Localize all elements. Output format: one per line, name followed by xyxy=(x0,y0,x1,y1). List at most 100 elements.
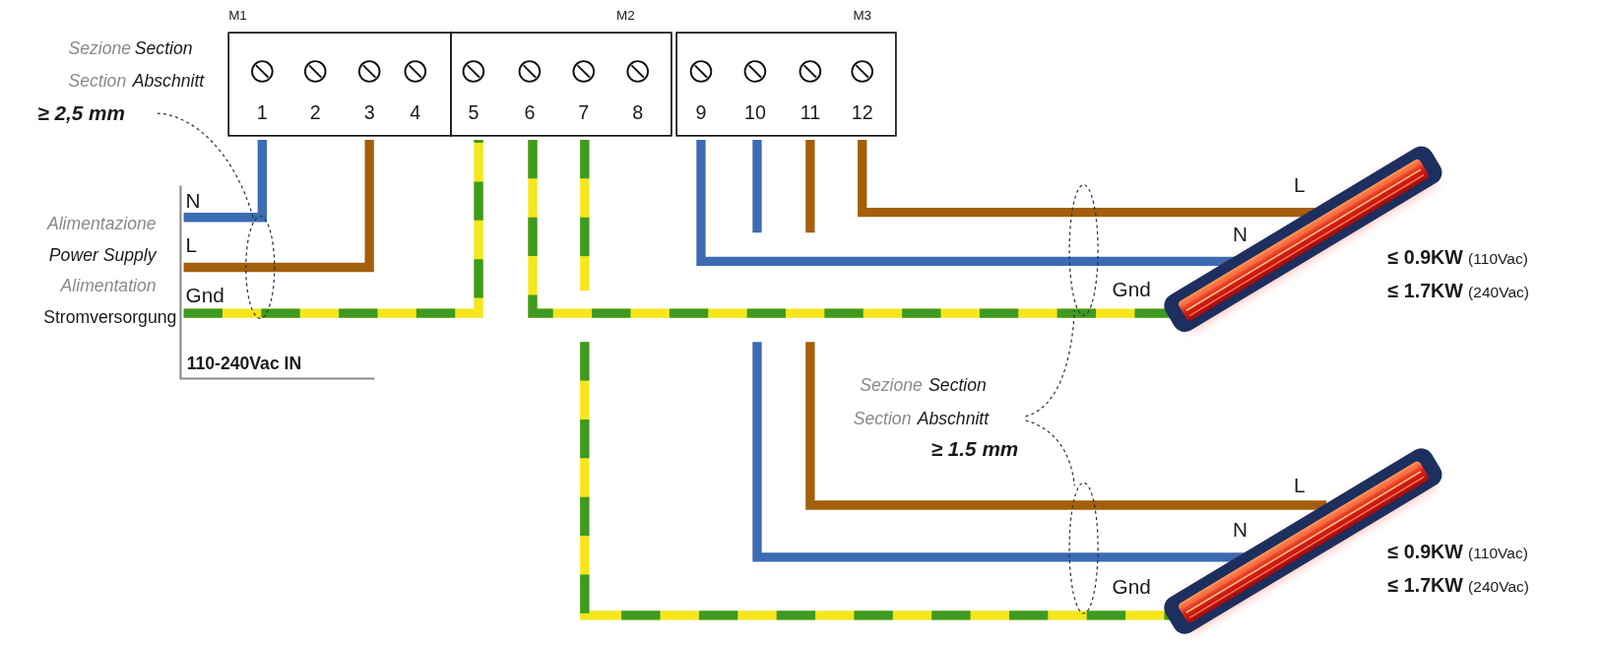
screw-slot xyxy=(523,64,536,77)
screw-slot xyxy=(467,64,480,77)
heater-filament xyxy=(1186,471,1421,613)
section-note: Section xyxy=(134,40,193,59)
terminal-screw xyxy=(404,61,426,82)
terminal-screw xyxy=(627,61,648,82)
terminal-screw xyxy=(463,61,485,82)
supply-bracket xyxy=(180,186,375,380)
ground-wire xyxy=(584,341,1195,616)
ground-wire-stripe xyxy=(584,341,1195,616)
rating-voltage: (240Vac) xyxy=(1468,577,1530,594)
terminal-screw xyxy=(799,61,821,82)
section-note: Sezione xyxy=(67,40,131,59)
terminal-number: 9 xyxy=(695,102,706,123)
terminal-number: 8 xyxy=(632,102,643,123)
rating-voltage: (110Vac) xyxy=(1468,545,1529,562)
section-ellipse xyxy=(246,216,275,320)
terminal-block xyxy=(450,32,672,136)
heater-body xyxy=(1159,444,1447,640)
heater-body xyxy=(1159,141,1447,337)
terminal-screw xyxy=(851,61,873,82)
block-name: M1 xyxy=(228,7,248,21)
neutral-wire xyxy=(752,139,762,233)
block-name: M3 xyxy=(852,7,872,21)
terminal-screw xyxy=(519,61,541,82)
terminal-number: 5 xyxy=(467,102,479,123)
terminal-screw xyxy=(573,61,594,82)
live-wire xyxy=(862,139,1333,213)
screw-slot xyxy=(695,64,707,77)
screw-slot xyxy=(577,64,590,77)
heater-glow xyxy=(1174,154,1436,328)
heaters xyxy=(1159,141,1447,640)
terminal-number: 12 xyxy=(851,102,874,123)
leader-line xyxy=(1025,420,1076,486)
rating-voltage: (110Vac) xyxy=(1468,250,1529,266)
heater-filament xyxy=(1183,466,1418,608)
screw-slot xyxy=(256,64,268,77)
power-rating: ≤ 1.7KW xyxy=(1387,575,1463,595)
ground-wire-stripe xyxy=(579,139,589,291)
supply-label: Alimentazione xyxy=(47,214,157,233)
wire-name: Gnd xyxy=(1112,576,1152,598)
terminal-block: M25678 xyxy=(450,32,672,136)
section-note: Sezione xyxy=(859,377,923,395)
heater-filament xyxy=(1186,169,1421,311)
ground-wire xyxy=(184,139,480,314)
leader-line xyxy=(156,113,254,218)
section-value: ≥ 1.5 mm xyxy=(931,439,1020,460)
heater-filament xyxy=(1183,164,1418,306)
screw-slot xyxy=(632,64,644,77)
rating-voltage: (240Vac) xyxy=(1468,284,1530,301)
terminal-screw xyxy=(691,61,712,82)
supply-label: Stromversorgung xyxy=(43,308,177,326)
screw-slot xyxy=(309,64,321,77)
terminal-block xyxy=(228,32,451,136)
screw-slot xyxy=(855,64,868,77)
terminal-screw xyxy=(305,61,326,82)
section-ellipse xyxy=(1069,482,1098,614)
section-value: ≥ 2,5 mm xyxy=(37,103,126,125)
power-rating: ≤ 0.9KW xyxy=(1387,247,1463,267)
bracket-line xyxy=(180,186,375,380)
terminal-screw xyxy=(745,61,767,82)
power-rating: ≤ 1.7KW xyxy=(1387,281,1463,302)
wire-name: N xyxy=(1232,519,1248,541)
terminal-block: M39101112 xyxy=(676,32,896,136)
terminal-blocks xyxy=(228,32,896,136)
terminal-block: M11234 xyxy=(228,32,451,136)
section-note: Section xyxy=(853,409,912,428)
live-wire xyxy=(810,341,1327,506)
live-wire xyxy=(805,139,815,233)
screw-slot xyxy=(409,64,422,77)
wire-name: L xyxy=(1293,174,1306,195)
power-rating: ≤ 0.9KW xyxy=(1387,542,1463,563)
section-note: Section xyxy=(928,377,987,395)
wire-name: Gnd xyxy=(1112,278,1152,300)
terminal-number: 3 xyxy=(364,102,376,123)
section-note: Abschnitt xyxy=(132,71,204,90)
screw-slot xyxy=(749,64,762,77)
live-wire xyxy=(184,139,371,268)
terminal-number: 10 xyxy=(744,102,767,123)
block-name: M2 xyxy=(616,7,636,21)
screw-slot xyxy=(363,64,376,77)
supply-label: Alimentation xyxy=(61,276,157,295)
terminal-number: 11 xyxy=(800,102,821,123)
terminal-screw xyxy=(252,61,273,82)
supply-voltage: 110-240Vac IN xyxy=(187,354,303,373)
section-ellipse xyxy=(1069,185,1098,317)
terminal-number: 7 xyxy=(577,102,589,123)
neutral-wire xyxy=(701,139,1266,261)
wire-name: L xyxy=(1293,474,1306,496)
wire-name: Gnd xyxy=(186,284,225,306)
infrared-heater xyxy=(1159,444,1447,640)
terminal-number: 4 xyxy=(409,102,421,123)
ground-wire xyxy=(579,139,589,291)
terminal-number: 1 xyxy=(256,102,268,123)
wire-name: N xyxy=(1232,223,1248,245)
terminal-screw xyxy=(359,61,381,82)
terminal-block xyxy=(676,32,896,136)
terminal-number: 2 xyxy=(310,102,321,123)
